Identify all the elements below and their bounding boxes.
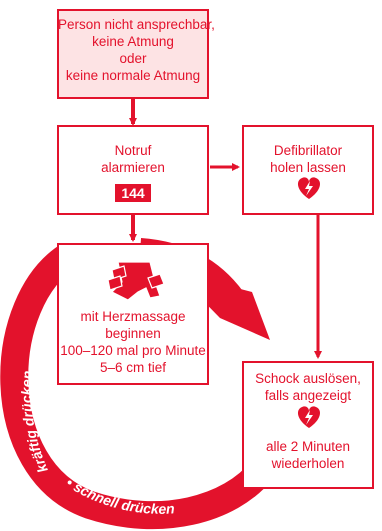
hands-icon — [107, 261, 165, 301]
start-line-4: keine normale Atmung — [65, 68, 201, 83]
shock-box-text-top: Schock auslösen, falls angezeigt — [243, 370, 373, 404]
call-line-2: alarmieren — [101, 160, 165, 175]
shock-line-4: wiederholen — [271, 456, 345, 471]
start-line-2: keine Atmung — [92, 34, 174, 49]
start-box — [57, 9, 209, 99]
defib-box-text: Defibrillator holen lassen — [243, 142, 373, 176]
cpr-line-3: 100–120 mal pro Minute — [60, 343, 206, 358]
shock-box-text-bottom: alle 2 Minuten wiederholen — [243, 438, 373, 472]
emergency-number: 144 — [121, 185, 145, 201]
defib-box — [242, 125, 374, 215]
call-box-text: Notruf alarmieren — [58, 142, 208, 176]
emergency-number-badge — [115, 184, 151, 202]
start-line-1: Person nicht ansprechbar, — [58, 17, 215, 32]
shock-line-3: alle 2 Minuten — [265, 439, 351, 454]
cpr-box-text: mit Herzmassage beginnen 100–120 mal pro… — [58, 308, 208, 376]
cpr-line-1: mit Herzmassage — [80, 309, 186, 324]
defib-line-1: Defibrillator — [273, 143, 343, 158]
cpr-line-4: 5–6 cm tief — [99, 360, 167, 375]
cpr-line-2: beginnen — [105, 326, 161, 341]
shock-line-1: Schock auslösen, — [255, 371, 361, 386]
call-line-1: Notruf — [114, 143, 152, 158]
shock-line-2: falls angezeigt — [264, 388, 352, 403]
shock-lightning-heart-icon — [297, 406, 321, 428]
cycle-arrow-band — [0, 243, 273, 530]
start-line-3: oder — [119, 51, 147, 66]
defib-line-2: holen lassen — [270, 160, 346, 175]
defib-lightning-heart-icon — [297, 177, 321, 199]
start-box-text: Person nicht ansprechbar, keine Atmung o… — [58, 16, 215, 84]
